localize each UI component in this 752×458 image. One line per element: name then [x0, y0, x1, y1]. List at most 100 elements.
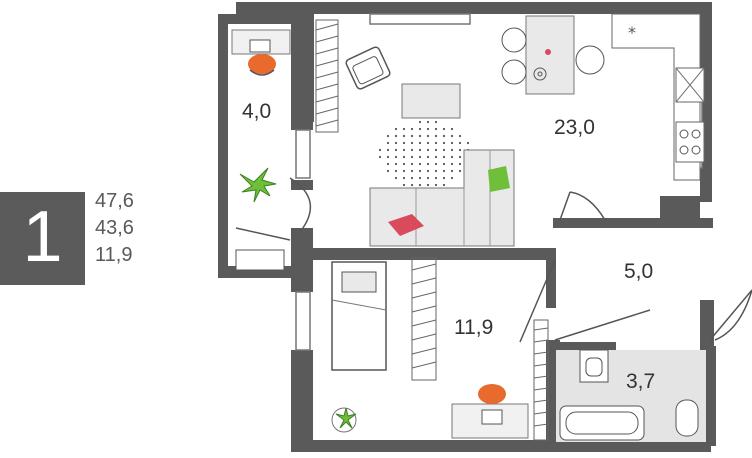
balcony-door [235, 177, 312, 241]
rug-dot [418, 169, 422, 173]
rug-dot [394, 148, 398, 152]
bed [331, 261, 387, 371]
rug-dot [466, 141, 470, 145]
bedroom-desk [451, 384, 529, 439]
rug-dot [418, 176, 422, 180]
rug-dot [402, 183, 406, 187]
kitchen-counter: * [611, 13, 705, 181]
rug-dot [434, 176, 438, 180]
plant-icon [331, 407, 357, 433]
rug-dot [450, 162, 454, 166]
rug-dot [386, 148, 390, 152]
dotted-rug [378, 120, 470, 187]
rug-dot [402, 155, 406, 159]
rug-dot [442, 162, 446, 166]
rug-dot [418, 127, 422, 131]
rooms-count-badge: 1 [0, 192, 85, 285]
rug-dot [434, 134, 438, 138]
rug-dot [442, 169, 446, 173]
rug-dot [402, 134, 406, 138]
rug-dot [450, 127, 454, 131]
rug-dot [418, 120, 422, 124]
rug-dot [426, 162, 430, 166]
rooms-count: 1 [22, 197, 63, 277]
balcony-desk [231, 29, 291, 76]
living-area: 43,6 [95, 217, 134, 239]
rug-dot [410, 176, 414, 180]
rug-dot [386, 141, 390, 145]
rug-dot [450, 176, 454, 180]
rug-dot [402, 141, 406, 145]
entrance-door [519, 191, 752, 343]
rug-dot [410, 169, 414, 173]
rug-dot [418, 141, 422, 145]
rug-dot [410, 134, 414, 138]
bathtub [559, 405, 645, 441]
rug-dot [402, 176, 406, 180]
rug-dot [386, 134, 390, 138]
rug-dot [386, 169, 390, 173]
rug-dot [442, 134, 446, 138]
rug-dot [426, 148, 430, 152]
rug-dot [394, 155, 398, 159]
rug-dot [458, 155, 462, 159]
room-area-balcony: 4,0 [242, 100, 271, 123]
rug-dot [394, 169, 398, 173]
rug-dot [426, 183, 430, 187]
rug-dot [410, 127, 414, 131]
rug-dot [410, 183, 414, 187]
snowflake-icon: * [628, 23, 636, 42]
rug-dot [402, 169, 406, 173]
rug-dot [442, 148, 446, 152]
rug-dot [410, 148, 414, 152]
rug-dot [394, 162, 398, 166]
coffee-table [401, 83, 461, 119]
balcony-bench [235, 249, 285, 271]
wardrobe [411, 257, 549, 441]
rug-dot [418, 155, 422, 159]
rug-dot [378, 155, 382, 159]
rug-dot [410, 162, 414, 166]
room-area-hall: 5,0 [624, 260, 653, 283]
rug-dot [450, 169, 454, 173]
area-summary: 47,6 43,6 11,9 [95, 189, 134, 270]
rug-dot [434, 120, 438, 124]
rug-dot [402, 162, 406, 166]
room-area-living-kitchen: 23,0 [554, 116, 595, 139]
rug-dot [434, 127, 438, 131]
toilet [675, 399, 699, 437]
rug-dot [434, 141, 438, 145]
rug-dot [442, 176, 446, 180]
rug-dot [426, 134, 430, 138]
rug-dot [426, 176, 430, 180]
rug-dot [418, 183, 422, 187]
rug-dot [450, 155, 454, 159]
rug-dot [458, 169, 462, 173]
room-area-bathroom: 3,7 [626, 370, 655, 393]
rug-dot [458, 148, 462, 152]
rug-dot [434, 183, 438, 187]
rug-dot [410, 141, 414, 145]
rug-dot [418, 148, 422, 152]
chair-icon [345, 46, 391, 90]
room-area-bedroom: 11,9 [454, 316, 493, 339]
rug-dot [426, 120, 430, 124]
rug-dot [402, 148, 406, 152]
rug-dot [410, 155, 414, 159]
rug-dot [402, 127, 406, 131]
rug-dot [426, 141, 430, 145]
sink [579, 349, 609, 383]
rug-dot [394, 176, 398, 180]
walls [218, 2, 716, 452]
rug-dot [386, 155, 390, 159]
rug-dot [426, 127, 430, 131]
rug-dot [442, 141, 446, 145]
total-area: 47,6 [95, 190, 134, 212]
rug-dot [378, 148, 382, 152]
stove-icon [679, 129, 701, 155]
rug-dot [450, 134, 454, 138]
rug-dot [458, 134, 462, 138]
rug-dot [450, 148, 454, 152]
rug-dot [442, 183, 446, 187]
